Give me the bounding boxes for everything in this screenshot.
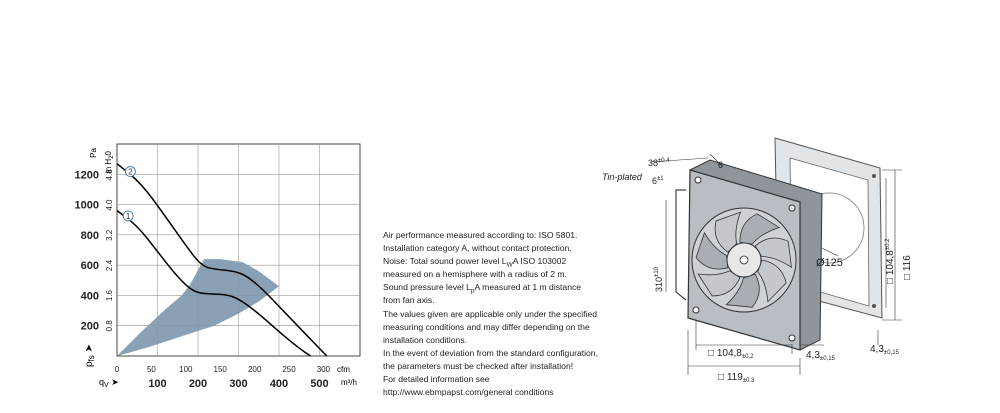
curve-marker-2: [124, 166, 136, 177]
note-line: Installation category A, without contact…: [383, 243, 572, 254]
y-tick-label: 1000: [75, 200, 99, 212]
y-tick-label: 1200: [75, 169, 99, 181]
frame-width-dimension: □ 119±0.3: [718, 372, 755, 384]
hole-height-dimension: □ 104,8±0.2: [885, 238, 896, 284]
note-line: measuring conditions and may differ depe…: [383, 321, 590, 332]
note-line: Air performance measured according to: I…: [383, 230, 578, 240]
note-line: from fan axis.: [383, 295, 435, 306]
depth-dimension: 38±0.4: [648, 158, 670, 168]
curve-marker-1: [122, 210, 134, 222]
y-tick-label: 600: [81, 260, 99, 272]
offset-dimension-1: 4,3±0,15: [806, 350, 836, 362]
fan-blade: [739, 213, 781, 245]
note-line: For detailed information see: [383, 374, 490, 385]
note-line: measured on a hemisphere with a radius o…: [383, 269, 567, 280]
diameter-dimension: Ø125: [816, 257, 843, 269]
y2-tick-label: 0.8: [105, 320, 114, 332]
x2-tick-label: 300: [317, 365, 331, 374]
x2-tick-label: 150: [214, 365, 228, 374]
y2-tick-label: 3.2: [105, 229, 114, 241]
y2-tick-label: 1.6: [105, 289, 114, 301]
gasket-hole-2: [872, 304, 876, 308]
y-axis-label: pfs ➤: [84, 344, 96, 367]
lead-wire: [675, 189, 687, 301]
gasket-hole-1: [872, 174, 876, 178]
hole-width-dimension: □ 104,8±0.2: [708, 348, 754, 360]
y2-tick-label: 4.8: [105, 169, 114, 181]
note-line: http://www.ebmpapst.com/general conditio…: [383, 387, 554, 398]
fan-blade: [714, 211, 742, 253]
lead-length-dimension: 310±10: [654, 266, 664, 292]
x2-tick-label: 250: [282, 365, 296, 374]
fan-blades: [695, 211, 792, 308]
x-tick-label: 300: [229, 378, 247, 390]
x-tick-label: 500: [310, 378, 328, 390]
operating-area-polygon: [117, 259, 279, 356]
fan-hub-center: [739, 255, 749, 265]
note-line: Sound pressure level LpA measured at 1 m…: [383, 282, 582, 296]
x2-tick-label: 50: [147, 365, 156, 374]
curve-marker-label-2: 2: [128, 168, 133, 177]
mount-hole-tr: [788, 204, 796, 212]
frame-height-dimension: □ 116: [902, 255, 913, 280]
performance-chart: 12 200400600800100012000.81.62.43.24.04.…: [75, 143, 361, 390]
mount-hole-br: [788, 334, 796, 342]
x-axis-label: qV ➤: [99, 377, 119, 389]
x-axis-unit-m3h: m³/h: [341, 378, 357, 387]
measurement-notes: Air performance measured according to: I…: [383, 229, 598, 399]
note-line: installation conditions.: [383, 334, 468, 345]
curve-2: [116, 163, 328, 357]
axis-ticks: 200400600800100012000.81.62.43.24.04.810…: [75, 169, 331, 390]
y-axis-unit-pa: Pa: [89, 148, 98, 158]
x2-tick-label: 100: [179, 365, 193, 374]
y2-tick-label: 4.0: [105, 199, 114, 211]
y-tick-label: 800: [81, 230, 99, 242]
tab-dimension: 6±1: [652, 176, 664, 186]
top-6-dimension: 6: [718, 160, 723, 170]
fan-blade: [697, 270, 741, 297]
y-axis-unit-inh2o: in H20: [104, 150, 115, 173]
tin-plated-label: Tin-plated: [602, 172, 643, 182]
note-line: In the event of deviation from the stand…: [383, 347, 598, 358]
note-line: The values given are applicable only und…: [383, 308, 598, 319]
y2-tick-label: 2.4: [105, 259, 114, 271]
operating-area: [117, 259, 279, 356]
x-axis-unit-cfm: cfm: [337, 365, 350, 374]
dimension-lines: [649, 153, 902, 375]
x2-tick-label: 200: [248, 365, 262, 374]
mount-hole-tl: [694, 176, 702, 184]
x-tick-label: 400: [270, 378, 288, 390]
x2-tick-label: 0: [115, 365, 120, 374]
fan-blade: [695, 231, 729, 270]
y-tick-label: 400: [81, 290, 99, 302]
note-line: Noise: Total sound power level LWA ISO 1…: [383, 256, 567, 269]
fan-dimension-drawing: 38±0.4 6 Tin-plated 6±1 310±10 Ø125 □ 10…: [602, 137, 913, 384]
x-tick-label: 100: [148, 378, 166, 390]
fan-blade: [757, 259, 787, 303]
fan-blade: [725, 273, 760, 308]
note-line: the parameters must be checked after ins…: [383, 360, 574, 371]
fan-blade: [754, 237, 792, 269]
mount-hole-bl: [692, 306, 700, 314]
curves: 12: [116, 163, 328, 357]
curve-1: [116, 210, 312, 357]
curve-marker-label-1: 1: [126, 212, 131, 221]
x-tick-label: 200: [189, 378, 207, 390]
y-tick-label: 200: [81, 321, 99, 333]
offset-dimension-2: 4,3±0,15: [870, 344, 900, 356]
